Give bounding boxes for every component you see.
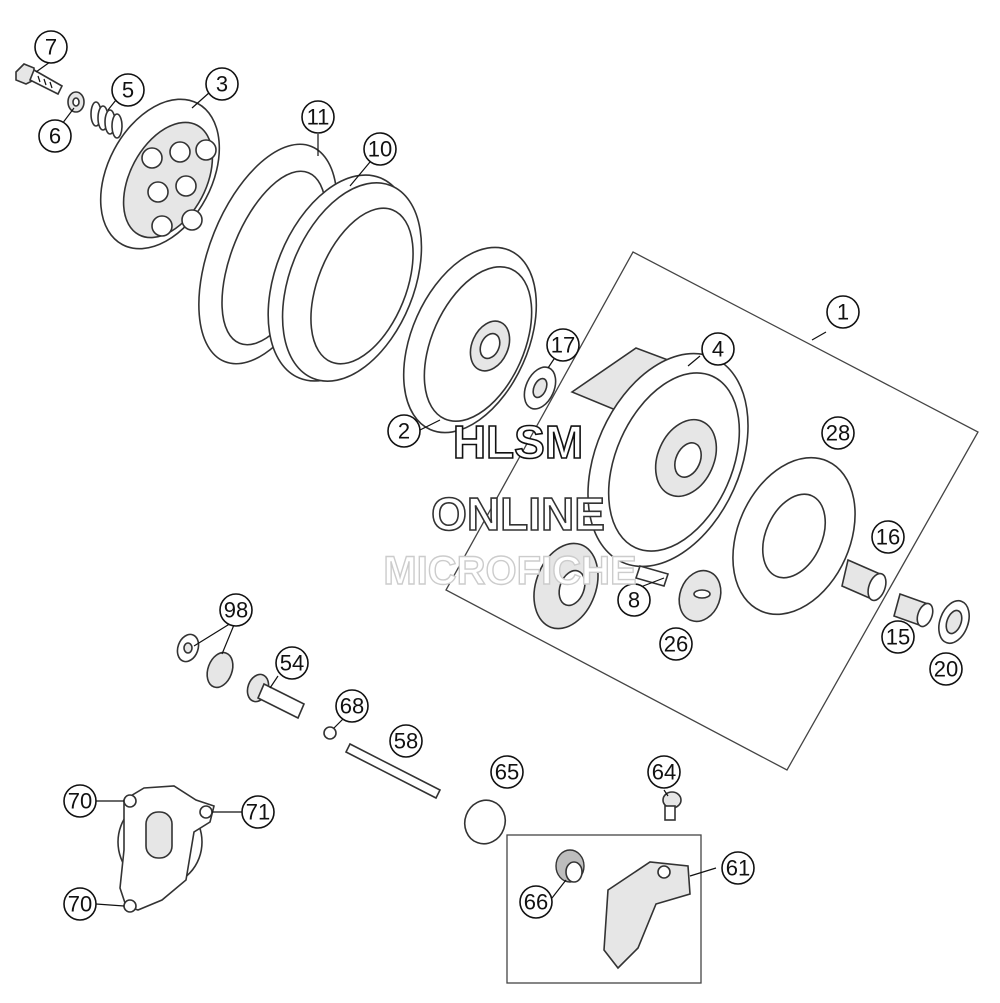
spacer-part [893,592,934,628]
callout-58-label: 58 [394,729,418,754]
callout-28-label: 28 [826,421,850,446]
bushing-part [841,558,887,602]
leader-lines [35,61,827,907]
callout-1: 1 [826,295,860,329]
callout-54: 54 [275,646,309,680]
callout-10-label: 10 [368,137,392,162]
callout-4: 4 [701,332,735,366]
callout-70-lower-label: 70 [68,892,92,917]
washer-20-part [938,599,970,645]
callout-26: 26 [659,627,693,661]
callout-54-label: 54 [280,651,304,676]
callout-20: 20 [929,652,963,686]
clutch-basket-part [570,347,749,568]
callout-5-label: 5 [122,78,134,103]
callout-17: 17 [546,328,580,362]
bolt-part [15,63,64,96]
callout-61: 61 [721,851,755,885]
callout-8-label: 8 [628,588,640,613]
callout-7: 7 [34,30,68,64]
ball-part [323,726,337,740]
watermark-line-3: MICROFICHE [383,549,636,593]
spring-part [90,101,123,139]
watermark: HLSM ONLINE MICROFICHE [383,415,638,594]
callout-66-label: 66 [524,890,548,915]
callout-15-label: 15 [886,625,910,650]
callout-66: 66 [519,885,553,919]
callout-2: 2 [387,414,421,448]
o-ring-part [463,799,507,845]
pressure-cap-part [99,98,221,250]
damper-plate-part [732,456,856,616]
callout-98: 98 [219,593,253,627]
callout-11-label: 11 [307,105,330,130]
washer-98-part [176,633,234,689]
assembly-frame-1 [445,251,979,771]
callout-70-upper-label: 70 [68,789,92,814]
callout-71-label: 71 [246,800,270,825]
callout-16: 16 [871,520,905,554]
callout-3-label: 3 [216,72,228,97]
slave-cylinder-cover-part [117,785,215,913]
callout-11: 11 [301,100,335,134]
callout-16-label: 16 [876,525,900,550]
release-lever-part [603,861,691,970]
callout-65: 65 [490,755,524,789]
callout-7-label: 7 [45,35,57,60]
callout-4-label: 4 [712,337,724,362]
callout-98-label: 98 [224,598,248,623]
callout-2-label: 2 [398,419,410,444]
primary-gear-part [533,542,670,630]
callout-68: 68 [335,689,369,723]
watermark-line-1: HLSM [453,416,583,468]
callout-15: 15 [881,620,915,654]
callout-5: 5 [111,73,145,107]
callout-20-label: 20 [934,657,958,682]
inner-hub-part [402,246,538,434]
callout-28: 28 [821,416,855,450]
callout-10: 10 [363,132,397,166]
push-rod-part [344,742,442,800]
callout-3: 3 [205,67,239,101]
callout-65-label: 65 [495,760,519,785]
screw-part [662,791,682,821]
callout-1-label: 1 [837,300,849,325]
callout-17-label: 17 [551,333,575,358]
thrust-washer-part [523,366,557,410]
callout-26-label: 26 [664,632,688,657]
watermark-line-2: ONLINE [431,488,605,540]
callout-64: 64 [647,755,681,789]
callout-68-label: 68 [340,694,364,719]
callout-70-lower: 70 [63,887,97,921]
assembly-frame-61 [506,834,702,984]
pressure-pin-part [246,673,306,720]
callout-58: 58 [389,724,423,758]
callout-71: 71 [241,795,275,829]
callout-61-label: 61 [726,856,750,881]
callout-70-upper: 70 [63,784,97,818]
callout-8: 8 [617,583,651,617]
needle-cage-part [678,569,722,623]
seal-ring-part [555,849,585,883]
callout-6: 6 [38,119,72,153]
callout-6-label: 6 [49,124,61,149]
callout-64-label: 64 [652,760,676,785]
steel-disc-stack-part [267,174,423,382]
